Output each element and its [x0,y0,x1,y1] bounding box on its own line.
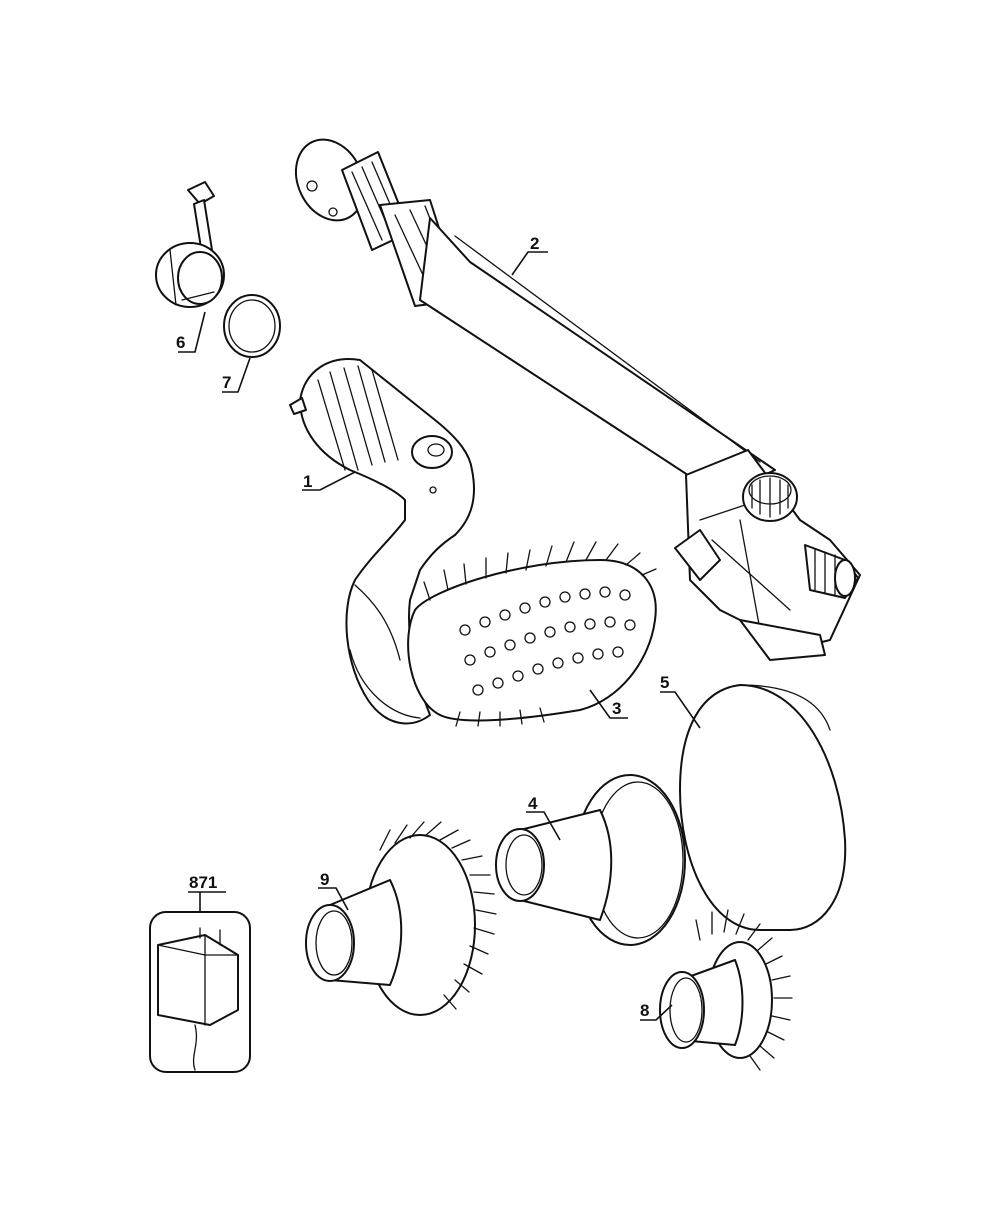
round-brush-part-8 [659,909,793,1071]
callout-4: 4 [528,794,538,813]
brush-bristles [423,541,657,727]
callout-1: 1 [303,472,312,491]
cap-part-6 [155,181,225,308]
callout-5: 5 [660,673,669,692]
pad-holder-part-4 [495,774,686,946]
callout-871: 871 [189,873,217,892]
callout-6: 6 [176,333,185,352]
callout-2: 2 [530,234,539,253]
o-ring-part-7 [223,294,281,358]
callout-9: 9 [320,870,329,889]
callout-3: 3 [612,699,621,718]
callout-8: 8 [640,1001,649,1020]
callout-7: 7 [222,373,231,392]
cylinder-brush-part-3 [407,541,657,727]
callouts: 2 6 7 1 3 5 4 9 8 871 [176,234,701,1021]
flat-brush-part-9 [305,821,497,1016]
charger-part-871 [149,911,251,1073]
handle-body-part-1 [289,358,476,725]
extension-pole-part-2 [294,138,861,661]
sponge-pad-part-5 [679,684,847,931]
